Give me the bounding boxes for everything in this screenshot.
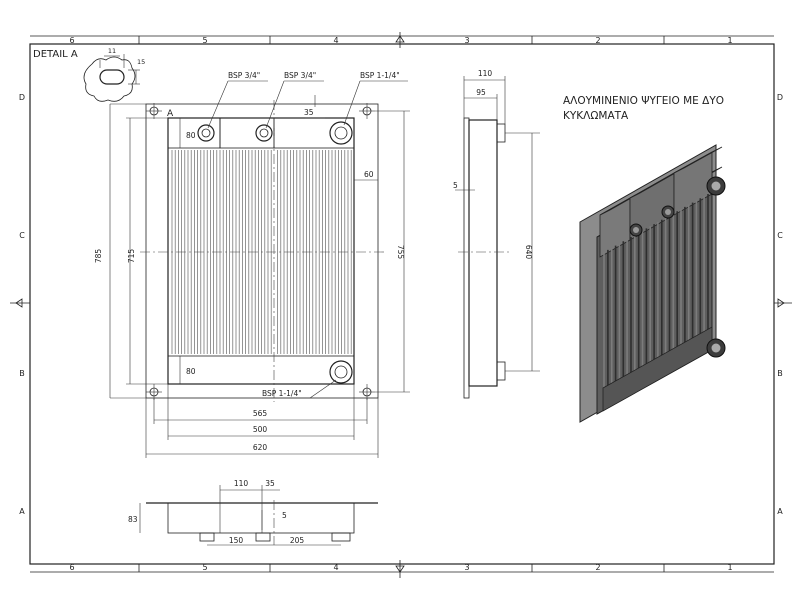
- mounting-holes: [146, 103, 375, 400]
- dim-width-620: 620: [253, 443, 268, 452]
- bottom-tank: [167, 355, 355, 385]
- callout-top-middle-port: BSP 3/4": [284, 71, 316, 80]
- title-line-1: ΑΛΟΥΜΙΝΕΝΙΟ ΨΥΓΕΙΟ ΜΕ ΔΥΟ: [563, 95, 724, 107]
- dim-bottom-150: 150: [229, 536, 244, 545]
- col-label-4-bottom: 4: [333, 563, 338, 572]
- row-label-d-right: D: [777, 93, 783, 102]
- centering-marks: [10, 32, 792, 578]
- dim-bottom-tank: 80: [186, 367, 196, 376]
- port-top-left: [197, 124, 215, 142]
- iso-cooling-fins: [603, 194, 709, 400]
- dim-plate-thickness: 5: [453, 181, 458, 190]
- title-line-2: ΚΥΚΛΩΜΑΤΑ: [563, 110, 629, 122]
- row-label-a-right: A: [777, 507, 783, 516]
- row-label-a-left: A: [19, 507, 25, 516]
- port-top-middle: [255, 124, 273, 142]
- column-markers-top: 6 5 4 3 2 1: [69, 36, 733, 45]
- callout-bottom-right-port: BSP 1-1/4": [262, 389, 302, 398]
- side-dimensions: 110 95 5 640: [453, 69, 540, 372]
- col-label-6-bottom: 6: [69, 563, 74, 572]
- row-label-b-right: B: [777, 369, 783, 378]
- drawing-title: ΑΛΟΥΜΙΝΕΝΙΟ ΨΥΓΕΙΟ ΜΕ ΔΥΟ ΚΥΚΛΩΜΑΤΑ: [563, 95, 724, 122]
- front-right-dimensions: 755 35 60: [304, 95, 410, 393]
- iso-port-top-right: [706, 176, 726, 196]
- dim-overall-height: 785: [94, 249, 103, 264]
- sheet-border: [29, 43, 775, 565]
- side-port-bottom: [496, 361, 506, 381]
- dim-port-offset-top: 35: [304, 108, 314, 117]
- dim-bottom-110: 110: [234, 479, 249, 488]
- port-bottom-right: [329, 360, 353, 384]
- bottom-port-1: [199, 532, 215, 542]
- dim-bottom-83: 83: [128, 515, 138, 524]
- isometric-view: [579, 144, 726, 423]
- col-label-3: 3: [464, 36, 469, 45]
- front-view: A BSP 3/4" BSP 3/4" BSP 1-1/4" BS: [94, 71, 410, 458]
- row-label-d-left: D: [19, 93, 25, 102]
- detail-a-label: DETAIL A: [33, 49, 78, 60]
- col-label-6: 6: [69, 36, 74, 45]
- dim-depth-110: 110: [478, 69, 493, 78]
- bottom-port-2: [255, 532, 271, 542]
- row-label-c-right: C: [777, 231, 783, 240]
- col-label-1-bottom: 1: [727, 563, 732, 572]
- col-label-3-bottom: 3: [464, 563, 469, 572]
- iso-port-bottom-right: [706, 338, 726, 358]
- dim-mount-height: 755: [396, 245, 405, 260]
- cooler-body: [167, 117, 355, 385]
- dim-top-tank: 80: [186, 131, 196, 140]
- bottom-core-outline: [167, 502, 355, 534]
- side-mount-plate: [463, 117, 470, 399]
- bottom-dimensions: 110 35 83 5 150 205: [128, 479, 341, 546]
- side-port-top: [496, 123, 506, 143]
- row-markers: D C B A D C B A: [19, 93, 783, 516]
- dim-core-height: 715: [127, 249, 136, 264]
- port-callouts: BSP 3/4" BSP 3/4" BSP 1-1/4" BSP 1-1/4": [207, 71, 408, 399]
- dim-width-500: 500: [253, 425, 268, 434]
- bottom-port-3: [331, 532, 351, 542]
- front-bottom-dimensions: 565 500 620: [145, 384, 379, 458]
- row-label-b-left: B: [19, 369, 25, 378]
- iso-port-mid: [661, 205, 675, 219]
- dim-side-offset: 60: [364, 170, 374, 179]
- top-tank-middle: [219, 117, 275, 149]
- detail-a: DETAIL A 11 15: [33, 47, 145, 102]
- bottom-view: 110 35 83 5 150 205: [128, 479, 378, 546]
- col-label-2: 2: [595, 36, 600, 45]
- dim-depth-95: 95: [476, 88, 486, 97]
- dim-height-640: 640: [524, 245, 533, 260]
- front-left-dimensions: 785 715 80 80: [94, 103, 196, 399]
- detail-a-marker: A: [167, 109, 174, 119]
- detail-height-label: 15: [137, 58, 145, 66]
- detail-width-label: 11: [108, 47, 116, 55]
- iso-port-left: [629, 223, 643, 237]
- side-core: [468, 119, 498, 387]
- col-label-4: 4: [333, 36, 338, 45]
- callout-top-right-port: BSP 1-1/4": [360, 71, 400, 80]
- col-label-2-bottom: 2: [595, 563, 600, 572]
- callout-top-left-port: BSP 3/4": [228, 71, 260, 80]
- col-label-5-bottom: 5: [202, 563, 207, 572]
- dim-bottom-35: 35: [265, 479, 275, 488]
- dim-width-565: 565: [253, 409, 268, 418]
- col-label-1: 1: [727, 36, 732, 45]
- col-label-5: 5: [202, 36, 207, 45]
- dim-bottom-205: 205: [290, 536, 305, 545]
- column-markers-bottom: 6 5 4 3 2 1: [69, 563, 733, 572]
- row-label-c-left: C: [19, 231, 25, 240]
- side-view: 110 95 5 640: [453, 69, 540, 399]
- iso-tank-right-top: [673, 146, 723, 174]
- port-top-right: [329, 121, 353, 145]
- dim-bottom-5: 5: [282, 511, 287, 520]
